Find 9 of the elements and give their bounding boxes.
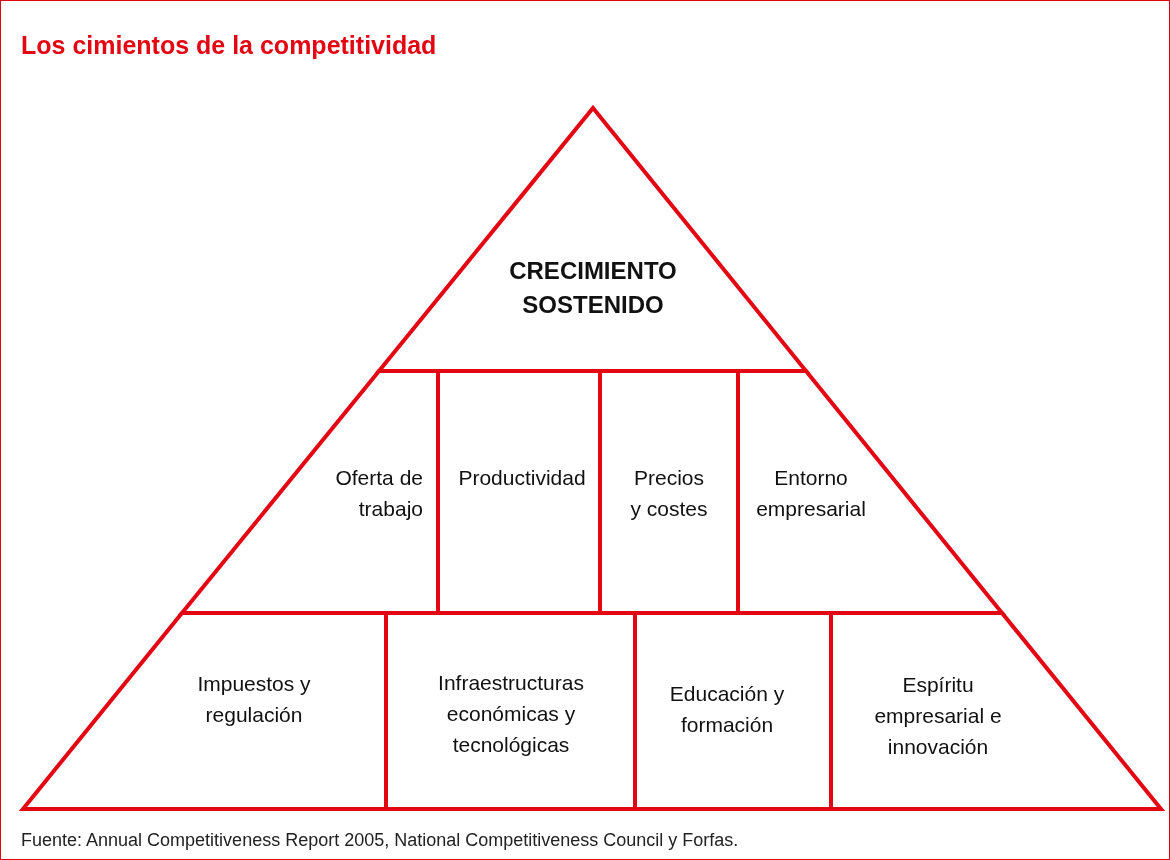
section-label: Productividad (457, 464, 587, 491)
chart-title: Los cimientos de la competitividad (21, 31, 437, 60)
section-label: CRECIMIENTO SOSTENIDO (508, 256, 678, 320)
section-label: Precios y costes (629, 465, 709, 522)
section-label: Oferta de trabajo (334, 465, 423, 522)
section-label: Infraestructuras económicas y tecnológicas (437, 669, 585, 758)
source-note: Fuente: Annual Competitiveness Report 2005, National Competitiveness Council y Forfas. (21, 830, 739, 851)
section-label: Entorno empresarial (755, 465, 867, 522)
section-label: Educación y formación (668, 681, 786, 738)
